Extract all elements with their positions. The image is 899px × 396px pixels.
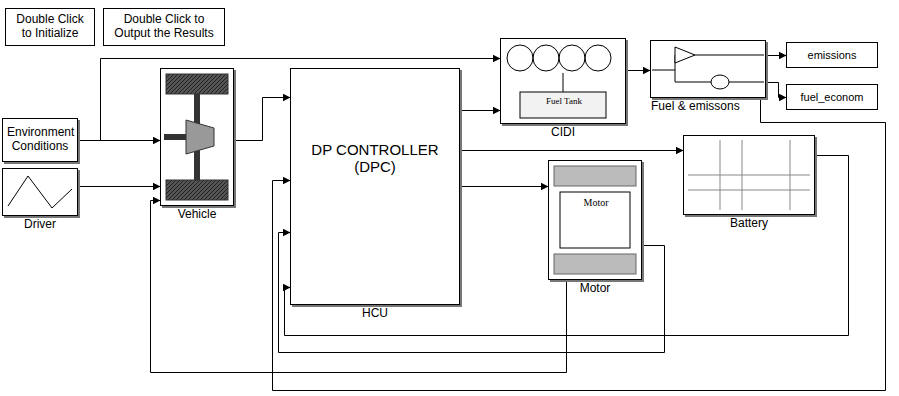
- block-caption: CIDI: [551, 126, 575, 140]
- block-text: emissions: [787, 49, 877, 62]
- battery-scope-icon: [688, 140, 810, 210]
- block-caption: Motor: [580, 282, 611, 296]
- signal-line: [461, 150, 684, 151]
- signal-line: [79, 186, 161, 187]
- engine-icon: [507, 45, 611, 118]
- inner-label: Motor: [561, 197, 631, 209]
- driver-wave-icon: [8, 176, 72, 208]
- signal-line: [279, 233, 665, 353]
- block-caption: Battery: [730, 217, 768, 231]
- motor-icon: [554, 166, 636, 274]
- fuel-emissions-block: Fuel & emissons: [650, 40, 766, 98]
- controller-block: DP CONTROLLER (DPC)HCU: [290, 68, 460, 305]
- battery-block: Battery: [683, 135, 815, 215]
- inner-label: Fuel Tank: [521, 96, 607, 106]
- workspace-block: emissions: [786, 42, 878, 68]
- block-caption: HCU: [362, 307, 388, 321]
- signal-line: [79, 140, 161, 141]
- signal-line: [767, 55, 787, 56]
- signal-line: [461, 110, 501, 111]
- block-text: DP CONTROLLER (DPC): [291, 141, 459, 176]
- driver-block: Driver: [2, 168, 78, 216]
- block-caption: Vehicle: [178, 208, 217, 222]
- init-button: Double Click to Initialize: [5, 8, 95, 46]
- signal-line: [273, 99, 886, 391]
- block-text: Environment Conditions: [3, 126, 77, 154]
- block-caption: Fuel & emissons: [651, 100, 740, 114]
- engine-block: Fuel TankCIDI: [500, 38, 626, 124]
- signal-line: [767, 83, 787, 98]
- block-text: fuel_econom: [787, 91, 877, 104]
- signal-line: [461, 186, 549, 187]
- block-caption: Driver: [24, 218, 56, 232]
- signal-line: [627, 70, 651, 71]
- block-text: Double Click to Initialize: [6, 13, 94, 41]
- vehicle-icon: [164, 74, 228, 200]
- signal-line: [151, 201, 567, 373]
- vehicle-block: Vehicle: [160, 68, 234, 206]
- block-text: Double Click to Output the Results: [104, 13, 224, 41]
- environment-block: Environment Conditions: [2, 118, 78, 162]
- signal-line: [235, 98, 291, 141]
- motor-block: MotorMotor: [548, 160, 642, 280]
- workspace-block: fuel_econom: [786, 84, 878, 110]
- fuel-emissions-icon: [652, 47, 764, 89]
- output-button: Double Click to Output the Results: [103, 8, 225, 46]
